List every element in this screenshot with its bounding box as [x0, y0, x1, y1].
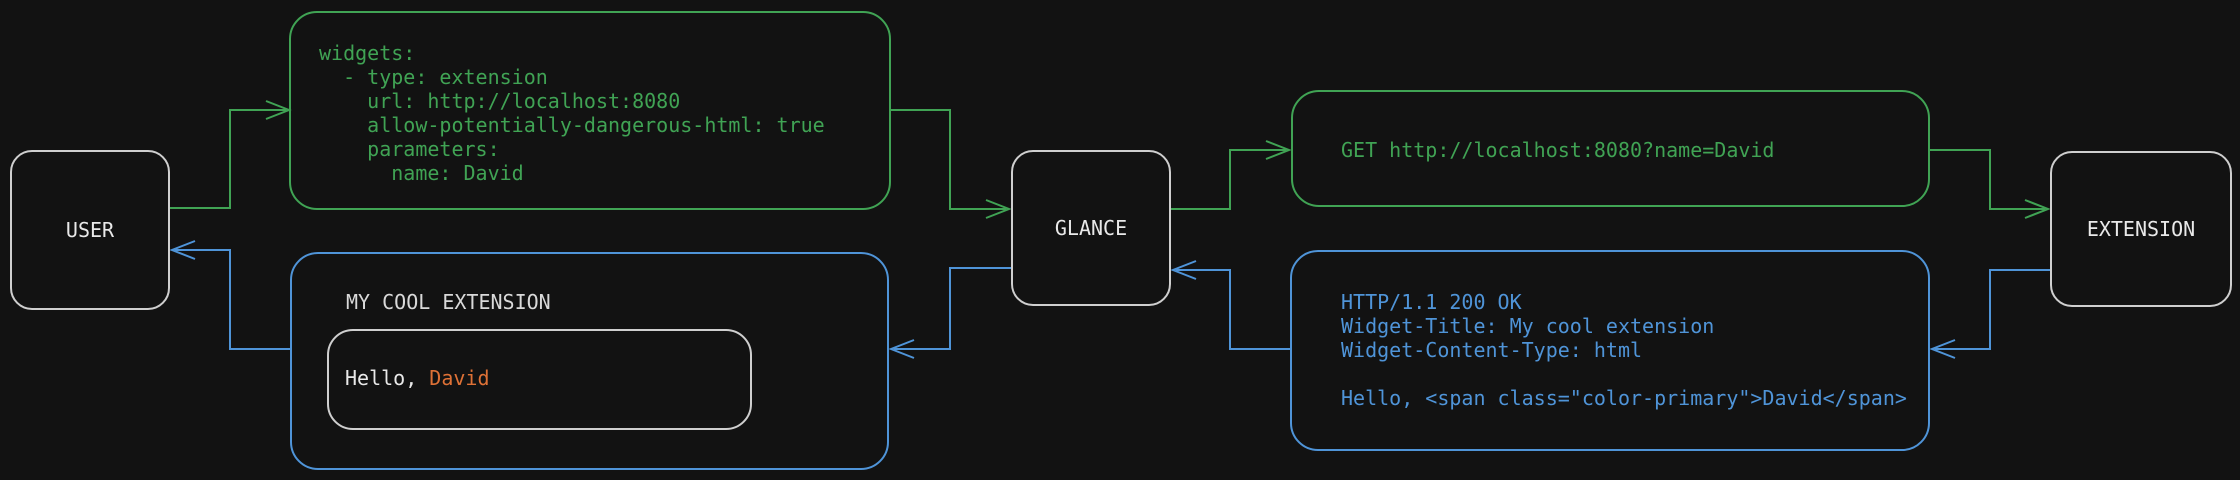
arrow-config-to-glance: [891, 109, 1012, 219]
arrow-request-to-extension: [1930, 149, 2051, 219]
node-glance-label: GLANCE: [1054, 216, 1128, 240]
arrow-glance-to-request: [1171, 140, 1292, 210]
arrowhead-left-icon: [1929, 339, 1956, 359]
arrowhead-left-icon: [888, 339, 915, 359]
widget-hello-text: Hello, David: [345, 366, 490, 390]
config-yaml-box: [289, 11, 891, 210]
arrow-glance-to-widget: [888, 267, 1011, 359]
arrowhead-left-icon: [169, 240, 196, 260]
node-extension: EXTENSION: [2050, 151, 2232, 307]
arrowhead-right-icon: [1265, 140, 1292, 160]
arrow-extension-to-response: [1929, 269, 2050, 359]
http-response-code: HTTP/1.1 200 OK Widget-Title: My cool ex…: [1341, 290, 1907, 410]
http-response-box: [1290, 250, 1930, 451]
http-request-box: [1291, 90, 1930, 207]
node-glance: GLANCE: [1011, 150, 1171, 306]
arrow-widget-to-user: [169, 240, 290, 350]
arrow-user-to-config: [170, 100, 292, 209]
hello-name-highlight: David: [429, 366, 490, 390]
node-user: USER: [10, 150, 170, 310]
rendered-widget-box: [290, 252, 889, 470]
widget-title: MY COOL EXTENSION: [346, 290, 551, 314]
config-yaml-code: widgets: - type: extension url: http://l…: [319, 41, 825, 185]
hello-prefix: Hello,: [345, 366, 430, 390]
http-request-code: GET http://localhost:8080?name=David: [1341, 138, 1775, 162]
node-extension-label: EXTENSION: [2086, 217, 2196, 241]
widget-content-box: [327, 329, 752, 430]
arrow-response-to-glance: [1170, 260, 1290, 350]
arrowhead-left-icon: [1170, 260, 1197, 280]
arrowhead-right-icon: [985, 199, 1012, 219]
node-user-label: USER: [65, 218, 115, 242]
arrowhead-right-icon: [2024, 199, 2051, 219]
arrowhead-right-icon: [265, 100, 292, 120]
